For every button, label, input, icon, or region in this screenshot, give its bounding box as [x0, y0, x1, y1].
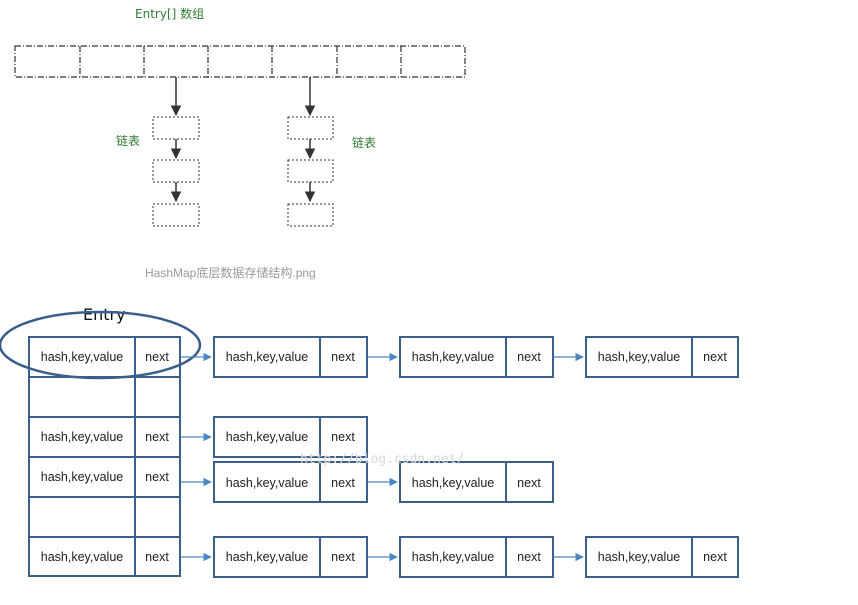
list-node — [287, 159, 334, 183]
bucket-next-text: next — [145, 430, 169, 444]
node-next-text: next — [331, 476, 355, 490]
node-entry-text: hash,key,value — [226, 430, 309, 444]
node-entry-text: hash,key,value — [412, 476, 495, 490]
linked-list-right — [287, 77, 334, 227]
chain-node — [213, 416, 368, 458]
entry-title: Entry — [83, 305, 126, 324]
array-outline — [14, 45, 466, 78]
node-entry-text: hash,key,value — [226, 476, 309, 490]
bucket-entry-text: hash,key,value — [41, 470, 124, 484]
node-entry-text: hash,key,value — [412, 350, 495, 364]
bucket-entry-text: hash,key,value — [41, 550, 124, 564]
chain-node — [585, 536, 739, 578]
node-next-text: next — [517, 476, 541, 490]
node-entry-text: hash,key,value — [226, 550, 309, 564]
node-next-text: next — [517, 350, 541, 364]
list-node — [287, 203, 334, 227]
bucket-next-text: next — [145, 550, 169, 564]
entry-array — [14, 45, 466, 78]
list-node — [152, 203, 200, 227]
list-node — [152, 159, 200, 183]
list-node — [152, 116, 200, 140]
list-node — [287, 116, 334, 140]
node-next-text: next — [703, 550, 727, 564]
linked-list-left — [152, 77, 200, 227]
bucket-next-text: next — [145, 350, 169, 364]
bucket-entry-text: hash,key,value — [41, 430, 124, 444]
entry-highlight-ellipse — [0, 310, 202, 380]
list-label-left: 链表 — [116, 133, 140, 148]
node-next-text: next — [517, 550, 541, 564]
watermark-text: http://blog.csdn.net/ — [300, 452, 464, 467]
chain-node — [585, 336, 739, 378]
list-label-right: 链表 — [352, 135, 376, 150]
node-entry-text: hash,key,value — [226, 350, 309, 364]
node-next-text: next — [331, 550, 355, 564]
node-entry-text: hash,key,value — [412, 550, 495, 564]
node-next-text: next — [331, 350, 355, 364]
bucket-next-text: next — [145, 470, 169, 484]
image-caption: HashMap底层数据存储结构.png — [145, 265, 316, 280]
array-label: Entry[] 数组 — [135, 6, 204, 21]
bucket-entry-text: hash,key,value — [41, 350, 124, 364]
node-next-text: next — [331, 430, 355, 444]
node-entry-text: hash,key,value — [598, 350, 681, 364]
node-next-text: next — [703, 350, 727, 364]
node-entry-text: hash,key,value — [598, 550, 681, 564]
chain-node — [399, 461, 554, 503]
